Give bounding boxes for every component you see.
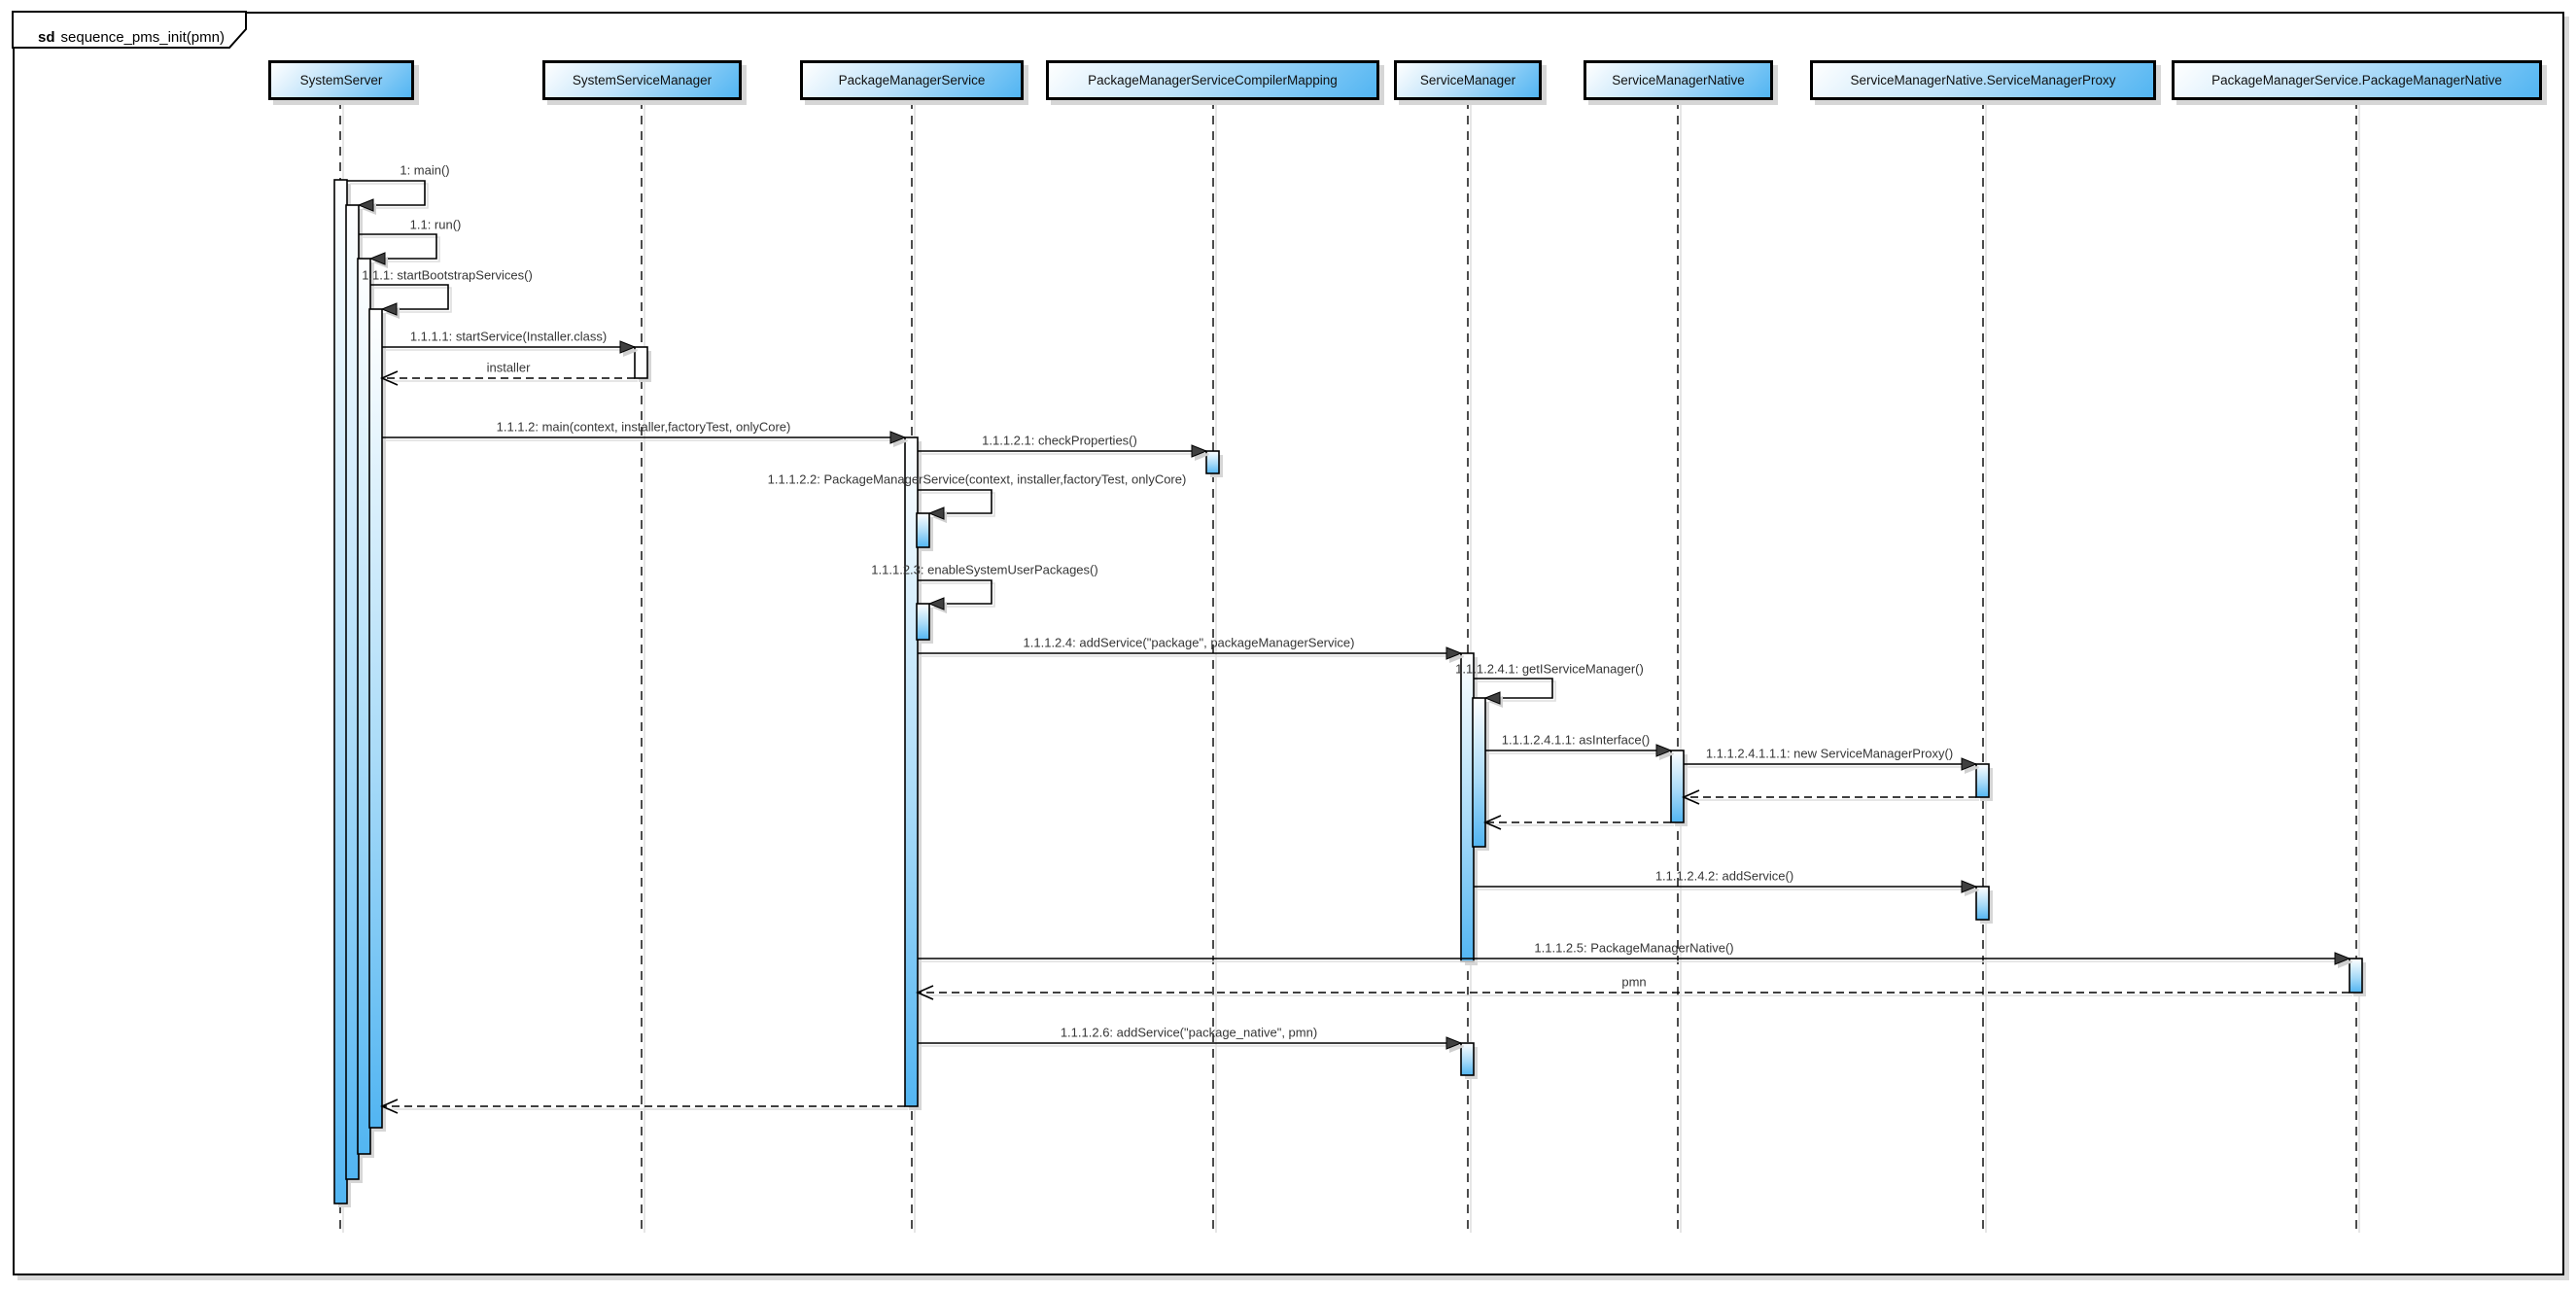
lifeline-header: PackageManagerServiceCompilerMapping [1046, 60, 1379, 100]
arrowhead-solid [1655, 744, 1673, 757]
frame-title-tab: sd sequence_pms_init(pmn) [12, 11, 274, 52]
arrowhead-solid [1445, 1036, 1463, 1050]
arrowhead-solid [2334, 952, 2351, 965]
frame-tab-shape [12, 11, 247, 49]
message-label: 1.1.1.2.4.2: addService() [1654, 868, 1794, 884]
lifeline-header: PackageManagerService.PackageManagerNati… [2172, 60, 2542, 100]
lifeline-header: SystemServer [268, 60, 414, 100]
arrowhead-solid [1961, 880, 1978, 893]
arrowhead-solid [927, 597, 945, 611]
lifeline-header: ServiceManager [1394, 60, 1542, 100]
activation-bar [345, 204, 360, 1180]
message-label: 1.1.1.1: startService(Installer.class) [409, 329, 608, 344]
self-message-line [347, 180, 426, 206]
activation-bar [1472, 697, 1486, 848]
self-message-line [359, 233, 437, 260]
arrowhead-solid [368, 252, 386, 265]
activation-bar [357, 258, 371, 1155]
frame-title: sd sequence_pms_init(pmn) [38, 29, 225, 46]
lifeline-header: ServiceManagerNative.ServiceManagerProxy [1810, 60, 2156, 100]
self-message-line [370, 284, 449, 310]
arrowhead-solid [1961, 757, 1978, 771]
arrowhead-solid [380, 302, 398, 316]
activation-bar [1460, 1042, 1475, 1076]
arrowhead-open [1483, 815, 1502, 830]
message-label: installer [486, 360, 531, 375]
arrowhead-solid [1191, 444, 1208, 458]
self-message-line [1474, 678, 1553, 699]
message-label: 1.1.1.2.4.1.1.1: new ServiceManagerProxy… [1705, 746, 1954, 761]
arrowhead-open [380, 370, 399, 386]
lifeline-header: ServiceManagerNative [1584, 60, 1773, 100]
activation-bar [916, 512, 930, 548]
activation-bar [904, 436, 919, 1107]
message-label: 1.1.1.2.3: enableSystemUserPackages() [871, 562, 1098, 577]
activation-bar [2349, 958, 2363, 994]
message-label: 1.1.1.2.4: addService("package", package… [1023, 635, 1355, 650]
activation-bar [1205, 450, 1220, 474]
sd-frame-border [13, 12, 2564, 1275]
arrowhead-solid [1483, 691, 1501, 705]
message-label: 1.1.1: startBootstrapServices() [362, 267, 533, 283]
message-label: 1.1.1.2.2: PackageManagerService(context… [767, 471, 1187, 487]
arrowhead-open [380, 1099, 399, 1114]
self-message-line [918, 579, 992, 605]
frame-title-text: sequence_pms_init(pmn) [60, 29, 225, 46]
message-label: 1.1.1.2.6: addService("package_native", … [1060, 1025, 1318, 1040]
arrowhead-solid [619, 340, 637, 354]
lifeline-header: PackageManagerService [800, 60, 1024, 100]
activation-bar [368, 308, 383, 1129]
message-label: 1.1.1.2: main(context, installer,factory… [496, 419, 791, 435]
arrowhead-solid [889, 431, 907, 444]
activation-bar [916, 603, 930, 641]
activation-bar [1460, 652, 1475, 962]
lifeline-header: SystemServiceManager [542, 60, 742, 100]
message-label: 1.1.1.2.4.1: getIServiceManager() [1455, 661, 1644, 677]
arrowhead-open [916, 985, 934, 1000]
arrowhead-solid [1445, 646, 1463, 660]
activation-bar [333, 179, 348, 1204]
self-message-shadow [921, 582, 995, 608]
message-label: 1.1: run() [409, 217, 462, 232]
message-label: 1.1.1.2.1: checkProperties() [982, 433, 1137, 448]
activation-bar [634, 346, 648, 379]
activation-bar [1975, 886, 1990, 921]
arrowhead-solid [927, 506, 945, 520]
self-message-line [918, 489, 992, 514]
self-message-shadow [362, 236, 440, 262]
self-message-shadow [921, 492, 995, 517]
message-label: 1.1.1.2.5: PackageManagerNative() [1534, 940, 1734, 956]
arrowhead-solid [357, 198, 374, 212]
arrowhead-open [1682, 789, 1700, 805]
self-message-shadow [373, 287, 452, 313]
frame-keyword: sd [38, 29, 55, 46]
self-message-shadow [1477, 680, 1556, 702]
message-label: 1: main() [400, 162, 450, 178]
activation-bar [1670, 750, 1685, 823]
self-message-shadow [350, 183, 429, 209]
message-label: 1.1.1.2.4.1.1: asInterface() [1501, 732, 1651, 748]
message-label: pmn [1621, 974, 1647, 990]
activation-bar [1975, 763, 1990, 798]
